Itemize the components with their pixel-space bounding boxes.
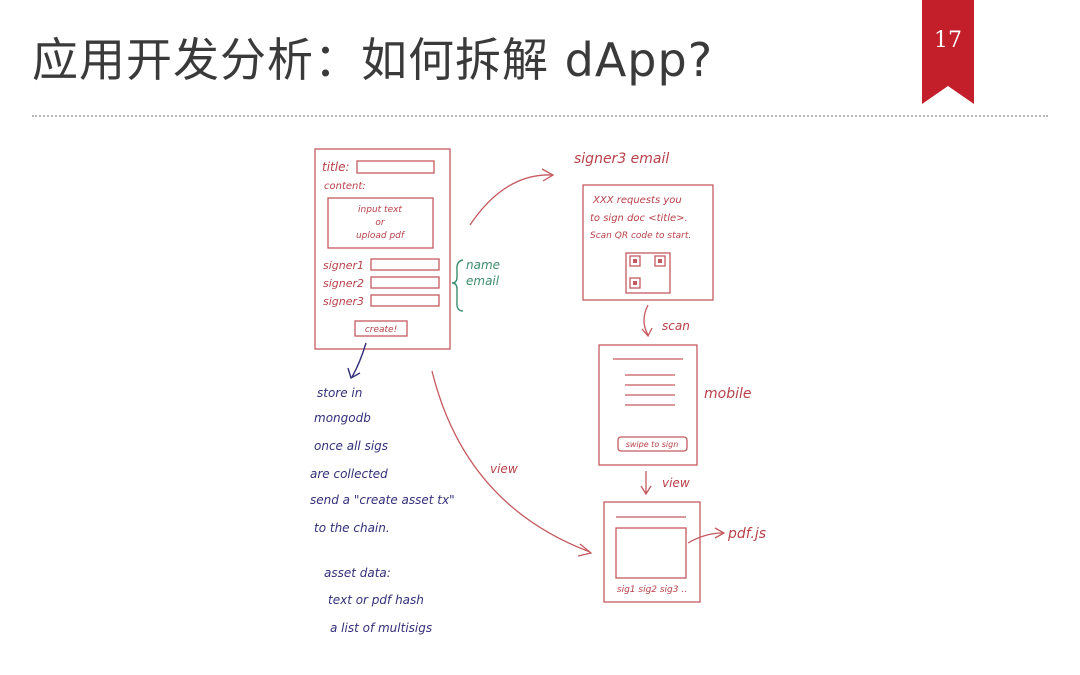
qr-code-icon — [626, 253, 670, 293]
store-note-6: to the chain. — [314, 521, 390, 535]
signer2-label: signer2 — [323, 277, 364, 290]
arrow-to-email — [470, 175, 552, 225]
viewer-sigs: sig1 sig2 sig3 .. — [617, 585, 687, 595]
scan-label: scan — [662, 319, 690, 333]
store-note-3: once all sigs — [314, 439, 388, 453]
email-line-3: Scan QR code to start. — [590, 231, 691, 241]
create-button-label: create! — [365, 325, 397, 335]
store-note-1: store in — [317, 386, 362, 400]
pdfjs-label: pdf.js — [727, 526, 766, 542]
signer2-input — [371, 277, 439, 288]
asset-note-2: text or pdf hash — [328, 593, 424, 607]
email-heading: signer3 email — [574, 151, 669, 167]
content-line-2: or — [375, 218, 386, 228]
green-brace — [452, 260, 463, 311]
brace-note-email: email — [466, 274, 500, 288]
title-divider — [32, 115, 1048, 117]
asset-note-3: a list of multisigs — [330, 621, 432, 635]
view-label-1: view — [490, 462, 518, 476]
store-note-5: send a "create asset tx" — [310, 493, 455, 507]
form-title-label: title: — [322, 160, 350, 174]
content-line-1: input text — [358, 205, 402, 215]
view-label-2: view — [662, 476, 690, 490]
arrow-store — [352, 343, 366, 377]
form-box — [315, 149, 450, 349]
signer3-label: signer3 — [323, 295, 364, 308]
brace-note-name: name — [466, 258, 500, 272]
signer1-label: signer1 — [323, 259, 364, 272]
page-number: 17 — [922, 28, 974, 53]
store-note-2: mongodb — [314, 411, 371, 425]
swipe-button-label: swipe to sign — [626, 440, 679, 449]
store-note-4: are collected — [310, 467, 388, 481]
slide-title: 应用开发分析：如何拆解 dApp? — [32, 24, 713, 90]
sketch-diagram: title: content: input text or upload pdf… — [290, 125, 790, 655]
email-line-2: to sign doc <title>. — [590, 213, 688, 224]
arrow-scan — [644, 305, 648, 335]
email-line-1: XXX requests you — [592, 195, 682, 206]
arrow-pdfjs — [688, 533, 723, 543]
signer1-input — [371, 259, 439, 270]
form-content-label: content: — [324, 181, 366, 192]
signer3-input — [371, 295, 439, 306]
mobile-label: mobile — [704, 386, 751, 402]
asset-note-1: asset data: — [324, 566, 391, 580]
form-title-input — [357, 161, 434, 173]
content-line-3: upload pdf — [356, 231, 406, 241]
pdf-preview — [616, 528, 686, 578]
